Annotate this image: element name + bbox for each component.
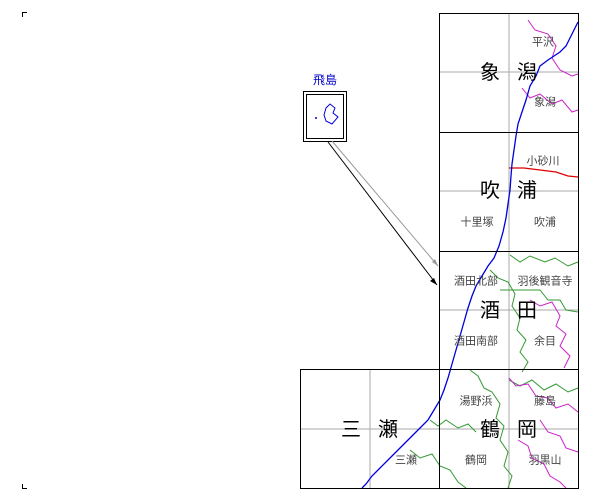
leader-arrows	[327, 140, 439, 286]
sheet-name-sakata-1: 酒	[480, 298, 500, 322]
sheet-name-fukura-1: 吹	[480, 178, 500, 202]
boundary-magenta	[508, 19, 579, 489]
corner-mark-bottom-left	[22, 484, 27, 489]
subsheet-yunohama: 湯野浜	[459, 394, 493, 408]
sheet-name-sakata-2: 田	[517, 298, 537, 322]
subsheet-sakata-nanbu: 酒田南部	[454, 334, 498, 348]
sheet-name-fukura-2: 浦	[517, 178, 537, 202]
subsheet-fujishima: 藤島	[534, 394, 556, 408]
subsheet-hagurosan: 羽黒山	[528, 453, 562, 467]
sheet-name-tsuruoka-2: 岡	[517, 417, 537, 441]
subsheet-ugo-kannonji: 羽後観音寺	[517, 274, 573, 288]
subsheet-amarume: 余目	[534, 334, 556, 348]
sheet-name-kisakata-1: 象	[480, 60, 500, 84]
subsheet-hirasawa: 平沢	[532, 35, 554, 49]
island-label: 飛島	[312, 73, 338, 87]
sheet-name-mitsuse-1: 三	[341, 417, 361, 441]
subsheet-kisakata: 象潟	[534, 95, 556, 109]
subsheet-sanze: 三瀬	[395, 453, 417, 467]
subsheet-fukura: 吹浦	[534, 215, 556, 229]
subsheet-tsuruoka: 鶴岡	[465, 453, 487, 467]
subsheet-sakata-hokubu: 酒田北部	[454, 274, 498, 288]
sheet-grid	[300, 13, 579, 489]
coastline	[361, 21, 579, 489]
river-line	[509, 167, 579, 178]
corner-mark-top-left	[22, 12, 27, 17]
island-inset	[303, 91, 347, 142]
island-shape	[323, 103, 339, 125]
sheet-name-kisakata-2: 潟	[517, 60, 537, 84]
sub-grid	[300, 13, 578, 488]
subsheet-kosagawa: 小砂川	[526, 154, 560, 168]
sheet-name-tsuruoka-1: 鶴	[480, 417, 500, 441]
sheet-name-mitsuse-2: 瀬	[378, 417, 398, 441]
subsheet-jurizuka: 十里塚	[460, 215, 494, 229]
